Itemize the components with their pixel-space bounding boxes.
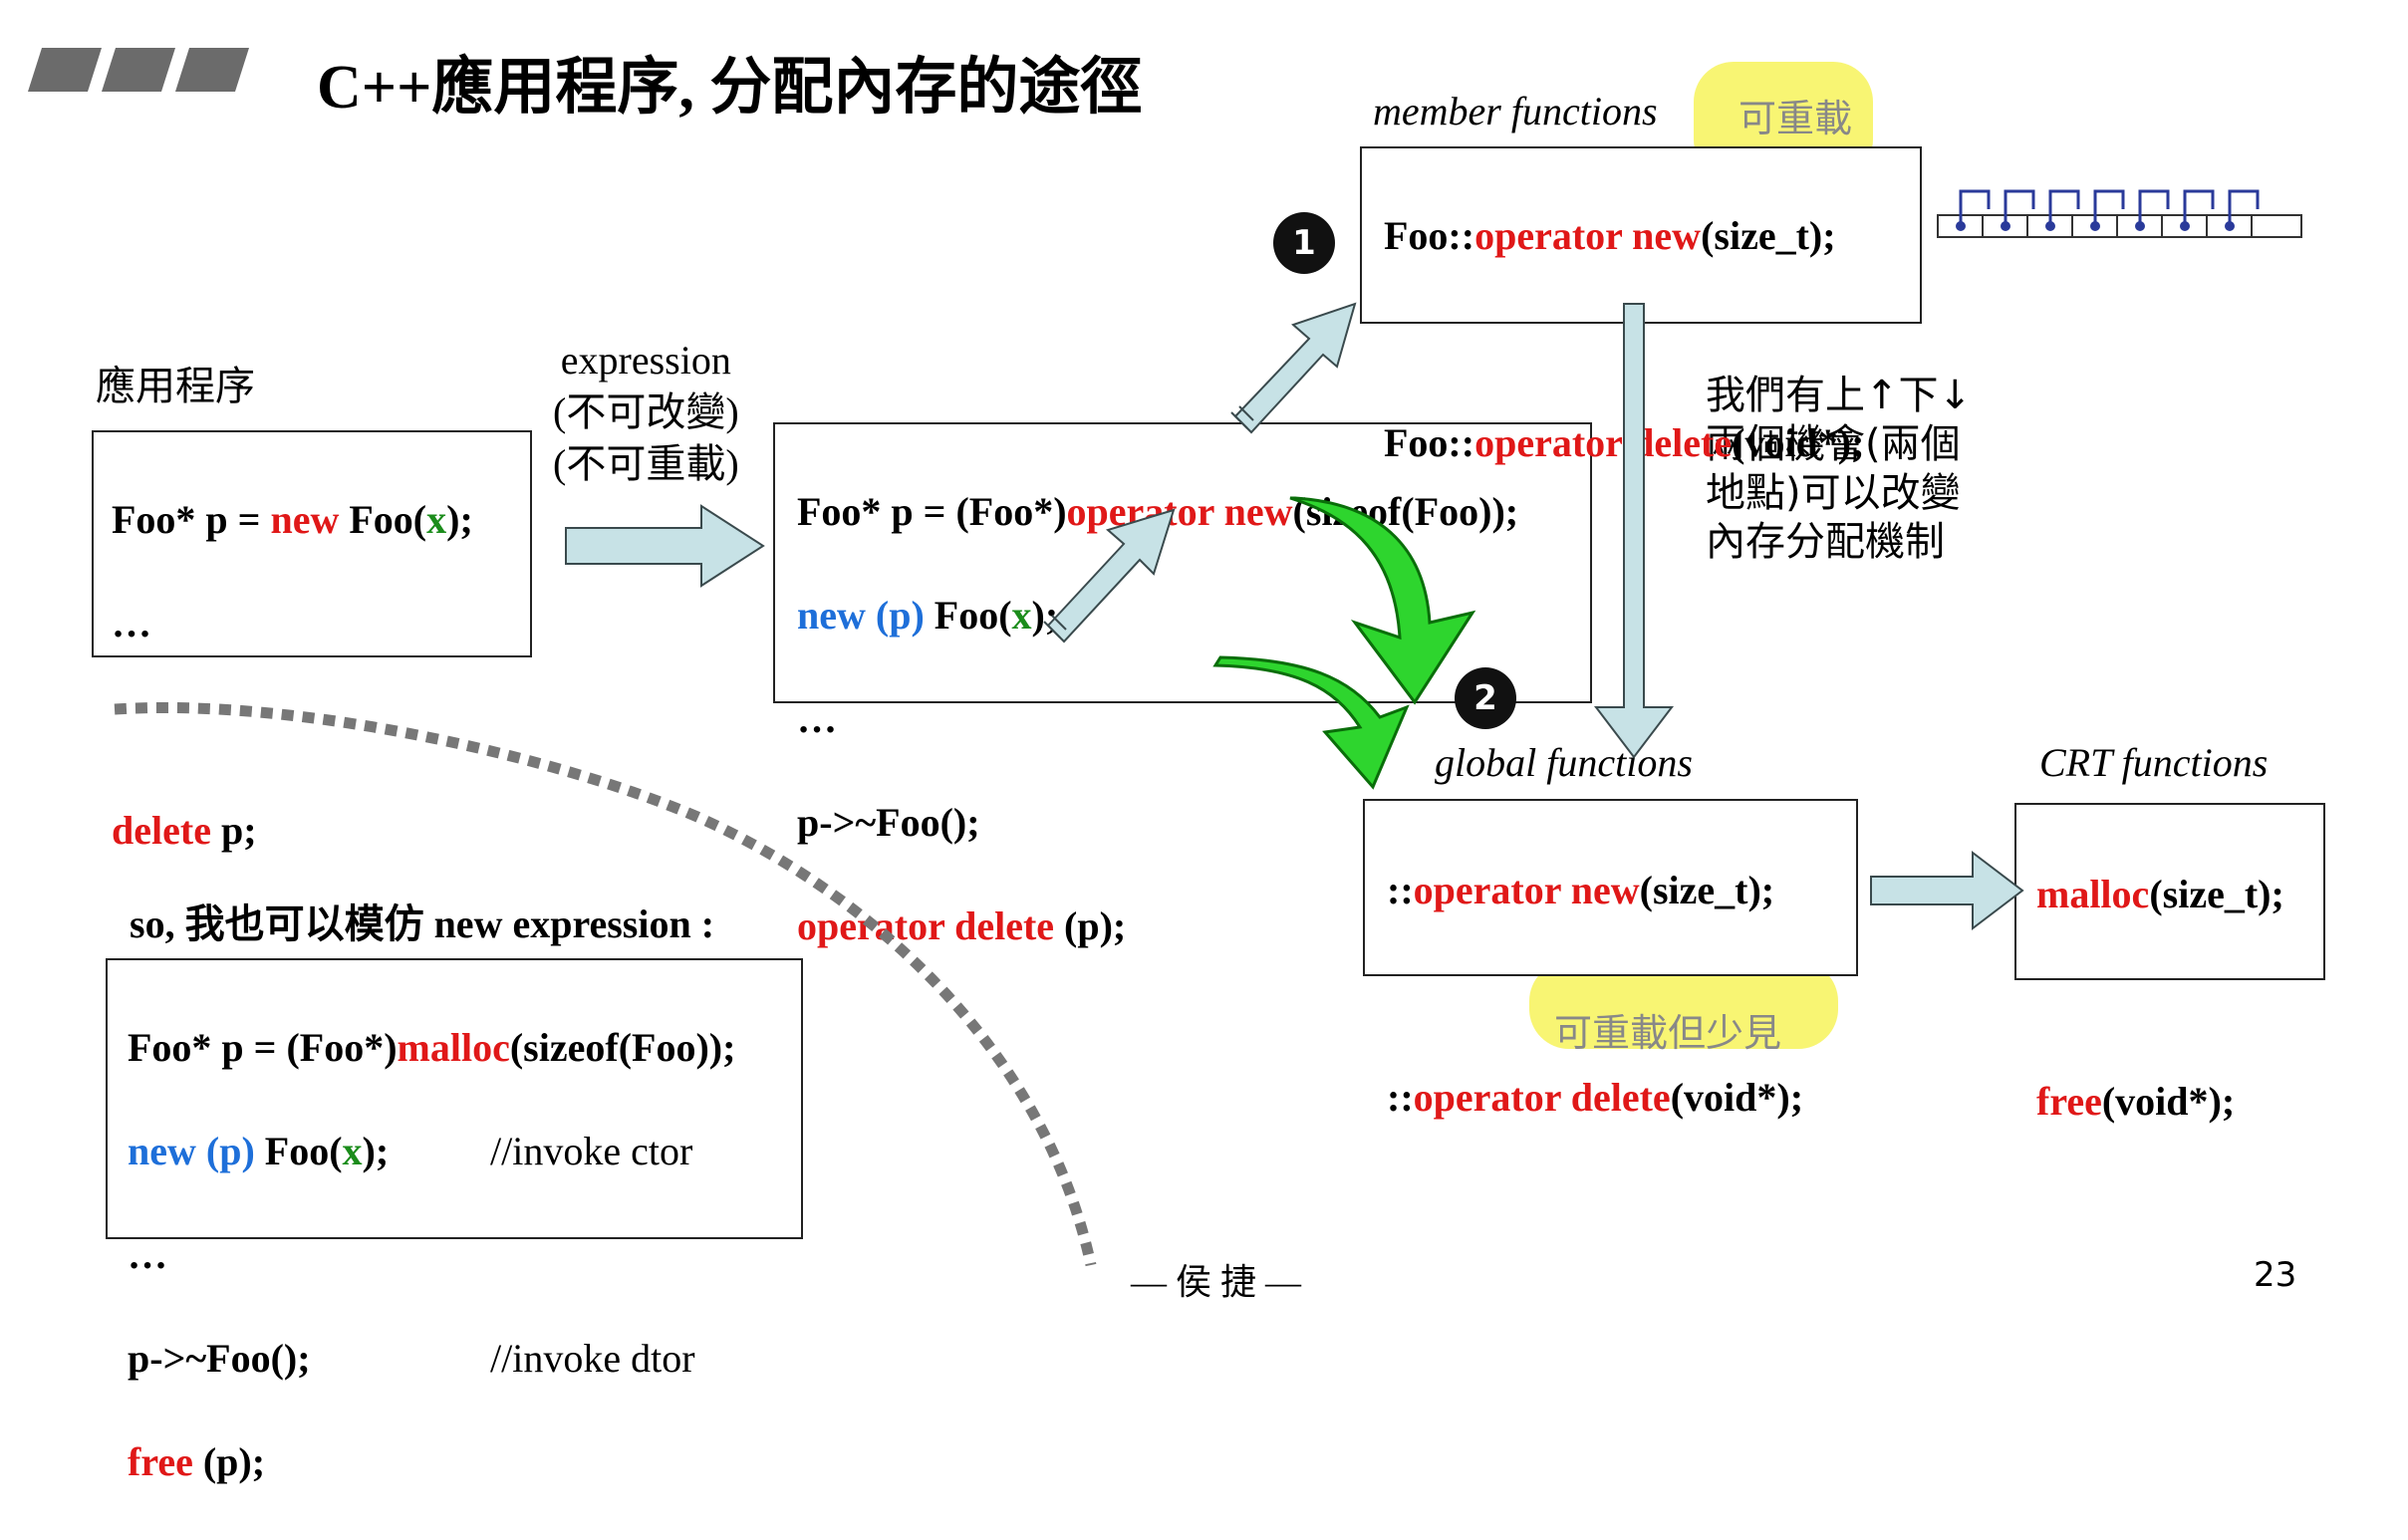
member-operator-delete: Foo::operator delete(void*); bbox=[1384, 420, 1865, 465]
global-functions-box: ::operator new(size_t); ::operator delet… bbox=[1363, 799, 1858, 1120]
page-number: 23 bbox=[2254, 1255, 2297, 1295]
badge-two: 2 bbox=[1455, 667, 1516, 729]
app-label: 應用程序 bbox=[96, 364, 255, 409]
badge-one: 1 bbox=[1273, 212, 1335, 274]
mimic-label: so, 我也可以模仿 new expression : bbox=[130, 901, 715, 946]
mimic-line-malloc: Foo* p = (Foo*)malloc(sizeof(Foo)); bbox=[128, 1025, 736, 1070]
expr-line-placement-new: new (p) Foo(x); bbox=[797, 593, 1059, 638]
crt-free: free(void*); bbox=[2036, 1079, 2236, 1124]
expression-label: expression (不可改變) (不可重載) bbox=[553, 335, 739, 490]
mimic-line-ellipsis: … bbox=[128, 1232, 167, 1277]
title-bars-decoration bbox=[28, 48, 249, 92]
global-operator-new: ::operator new(size_t); bbox=[1387, 868, 1775, 912]
mimic-line-ctor: new (p) Foo(x);//invoke ctor bbox=[128, 1126, 801, 1177]
expr-line-ellipsis: … bbox=[797, 696, 837, 741]
expr-line-dtor: p->~Foo(); bbox=[797, 800, 980, 845]
memory-block-strip bbox=[1937, 189, 2302, 238]
page-title: C++應用程序, 分配內存的途徑 bbox=[317, 54, 1143, 122]
mimic-ctor-comment: //invoke ctor bbox=[490, 1129, 693, 1173]
arrow-dtor-to-new bbox=[1046, 508, 1176, 643]
app-line-ellipsis: … bbox=[112, 601, 151, 645]
expression-label-line3: (不可重載) bbox=[553, 441, 739, 486]
member-operator-new: Foo::operator new(size_t); bbox=[1384, 213, 1836, 258]
global-overload-note: 可重載但少見 bbox=[1554, 1011, 1782, 1055]
member-overload-note: 可重載 bbox=[1739, 97, 1853, 140]
green-arrow-delete bbox=[1212, 655, 1410, 790]
arrow-global-to-crt bbox=[1870, 850, 2024, 931]
crt-functions-box: malloc(size_t); free(void*); bbox=[2014, 803, 2325, 1124]
green-arrow-new bbox=[1289, 496, 1476, 705]
app-line-new: Foo* p = new Foo(x); bbox=[112, 497, 473, 542]
side-note-line2: 兩個機會(兩個 bbox=[1706, 421, 1961, 467]
global-functions-label: global functions bbox=[1435, 740, 1693, 785]
application-code-box: Foo* p = new Foo(x); … delete p; bbox=[92, 430, 532, 853]
side-note: 我們有上↑下↓ 兩個機會(兩個 地點)可以改變 內存分配機制 bbox=[1706, 372, 1972, 567]
mimic-code-box: Foo* p = (Foo*)malloc(sizeof(Foo)); new … bbox=[106, 958, 803, 1484]
expr-line-operator-delete: operator delete (p); bbox=[797, 903, 1127, 948]
arrow-app-to-expression bbox=[565, 504, 765, 588]
member-functions-box: Foo::operator new(size_t); Foo::operator… bbox=[1360, 146, 1922, 465]
crt-malloc: malloc(size_t); bbox=[2036, 872, 2284, 916]
expression-code-box: Foo* p = (Foo*)operator new(sizeof(Foo))… bbox=[773, 422, 1592, 948]
diagram-arrows bbox=[114, 189, 2302, 1267]
app-line-delete: delete p; bbox=[112, 808, 257, 853]
expression-label-line1: expression bbox=[560, 338, 731, 383]
global-operator-delete: ::operator delete(void*); bbox=[1387, 1075, 1804, 1120]
author-footer: — 侯 捷 — bbox=[1131, 1262, 1302, 1302]
mimic-line-free: free (p); bbox=[128, 1439, 266, 1484]
arrow-expression-to-member bbox=[1233, 302, 1357, 434]
side-note-line4: 內存分配機制 bbox=[1706, 519, 1945, 565]
dotted-separator bbox=[114, 701, 1097, 1267]
crt-functions-label: CRT functions bbox=[2039, 740, 2269, 785]
member-functions-label: member functions bbox=[1373, 89, 1658, 133]
expression-label-line2: (不可改變) bbox=[553, 389, 739, 434]
arrow-member-to-global bbox=[1593, 303, 1675, 759]
side-note-line1: 我們有上↑下↓ bbox=[1706, 373, 1973, 418]
side-note-line3: 地點)可以改變 bbox=[1706, 470, 1961, 516]
